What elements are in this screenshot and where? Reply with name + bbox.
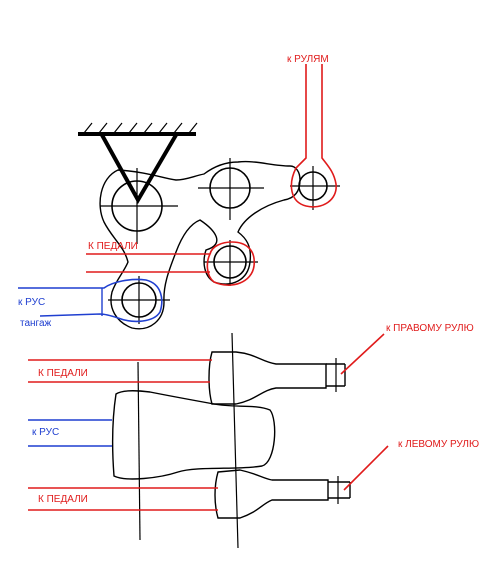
stick-link-pivot [18,276,170,324]
rudder-rod-red [290,64,337,208]
axis-right-vertical [231,332,239,549]
main-pivot [100,168,178,244]
right-rudder-leader [340,333,385,375]
label-to-left-rudder: к ЛЕВОМУ РУЛЮ [398,439,479,450]
axis-left-vertical [137,361,141,541]
label-to-pedals-top: К ПЕДАЛИ [88,241,138,252]
label-to-rudders: к РУЛЯМ [287,54,329,65]
upper-rudder-arm [208,351,327,405]
label-to-stick-lower: к РУС [32,427,59,438]
center-block [111,389,276,480]
label-to-stick: к РУС [18,297,45,308]
label-to-pedals-bottom: К ПЕДАЛИ [38,494,88,505]
lower-rudder-arm [214,469,329,519]
stick-rod-blue [18,278,163,323]
label-to-pedals-mid: К ПЕДАЛИ [38,368,88,379]
rudder-link-pivot [290,64,340,210]
ground-support [78,122,198,205]
support-triangle [100,133,178,205]
pedal-link-pivot [86,240,258,286]
label-to-right-rudder: к ПРАВОМУ РУЛЮ [386,323,474,334]
label-pitch: тангаж [20,318,52,329]
left-rudder-leader [343,445,389,491]
rocker-pivot [198,158,264,220]
